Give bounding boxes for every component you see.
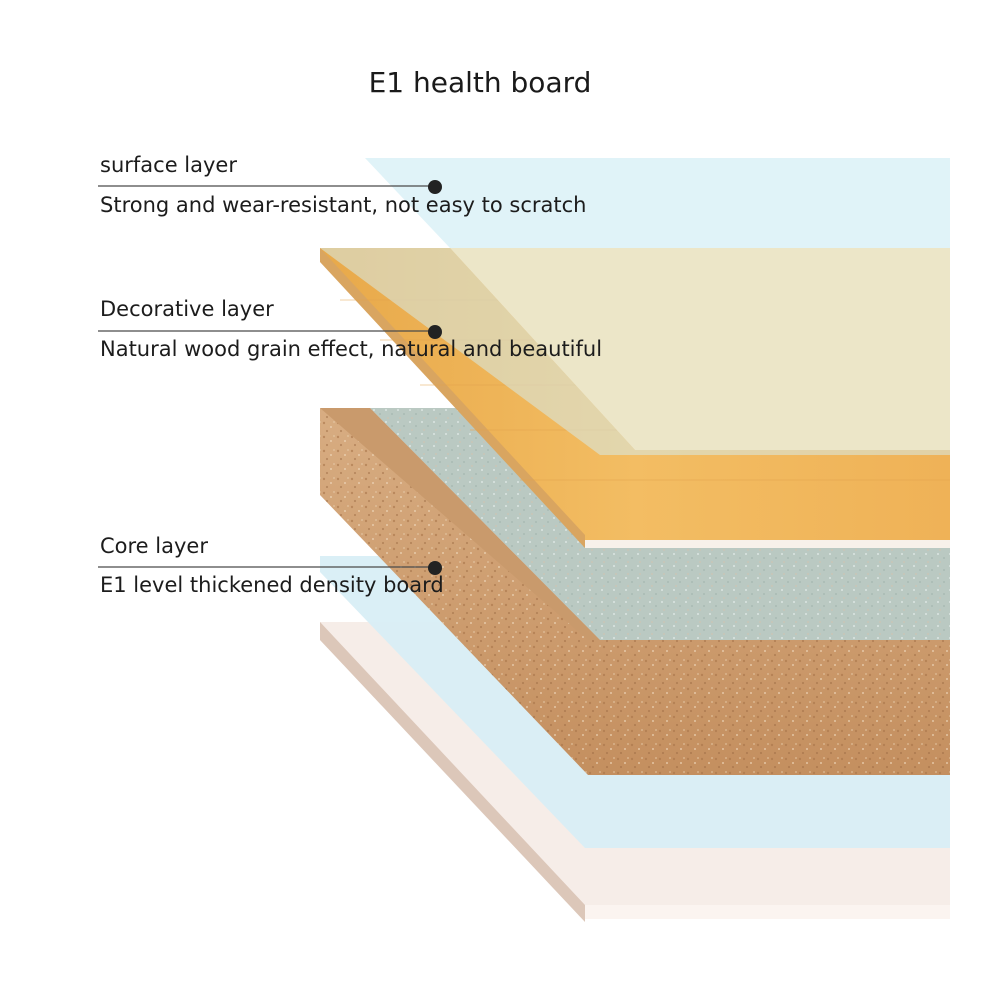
core-layer-label: Core layer	[100, 534, 208, 558]
surface-leader-dot	[428, 180, 442, 194]
balance-layer-front	[585, 905, 950, 919]
decorative-layer-description: Natural wood grain effect, natural and b…	[100, 337, 603, 361]
surface-layer	[365, 158, 950, 248]
balance-layer-edge	[320, 622, 585, 922]
surface-layer-overlay	[450, 248, 950, 450]
core-layer-side-texture	[320, 408, 950, 775]
diagram-title: E1 health board	[368, 66, 592, 99]
core-layer-rim	[320, 408, 600, 640]
decorative-layer-front	[585, 540, 950, 548]
surface-layer-label: surface layer	[100, 153, 237, 177]
core-leader-dot	[428, 561, 442, 575]
core-layer-description: E1 level thickened density board	[100, 573, 444, 597]
decorative-leader-dot	[428, 325, 442, 339]
decorative-layer-label: Decorative layer	[100, 297, 274, 321]
surface-film-side	[320, 248, 950, 455]
decorative-layer-edge	[320, 248, 585, 548]
surface-layer-description: Strong and wear-resistant, not easy to s…	[100, 193, 587, 217]
